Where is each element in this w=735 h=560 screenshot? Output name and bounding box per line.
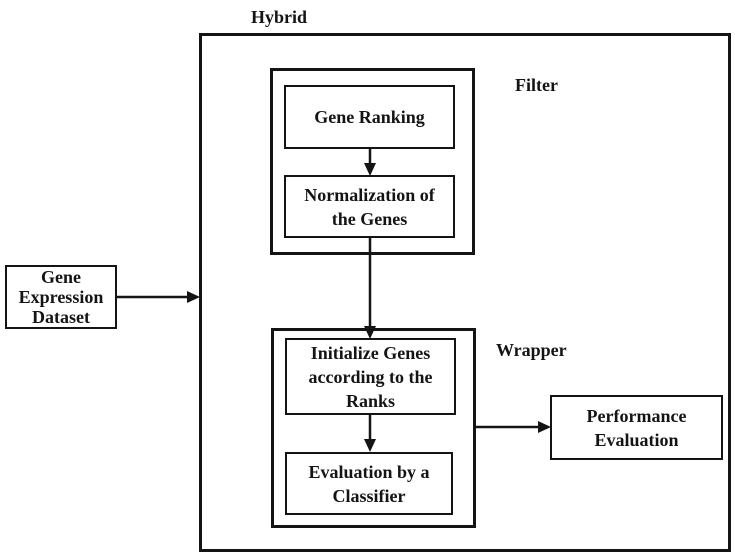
filter-label: Filter <box>515 75 558 95</box>
evaluation-classifier-box: Evaluation by a Classifier <box>285 452 453 515</box>
arrow-dataset-to-hybrid <box>117 291 200 303</box>
wrapper-label: Wrapper <box>496 340 567 360</box>
hybrid-container-box <box>199 33 731 552</box>
filter-container-box <box>270 68 475 255</box>
gene-expression-dataset-box: Gene Expression Dataset <box>5 265 117 329</box>
hybrid-label: Hybrid <box>251 7 308 27</box>
normalization-box: Normalization of the Genes <box>284 175 455 238</box>
gene-ranking-box: Gene Ranking <box>284 85 455 149</box>
performance-evaluation-box: Performance Evaluation <box>550 395 723 460</box>
initialize-genes-box: Initialize Genes according to the Ranks <box>285 338 456 415</box>
